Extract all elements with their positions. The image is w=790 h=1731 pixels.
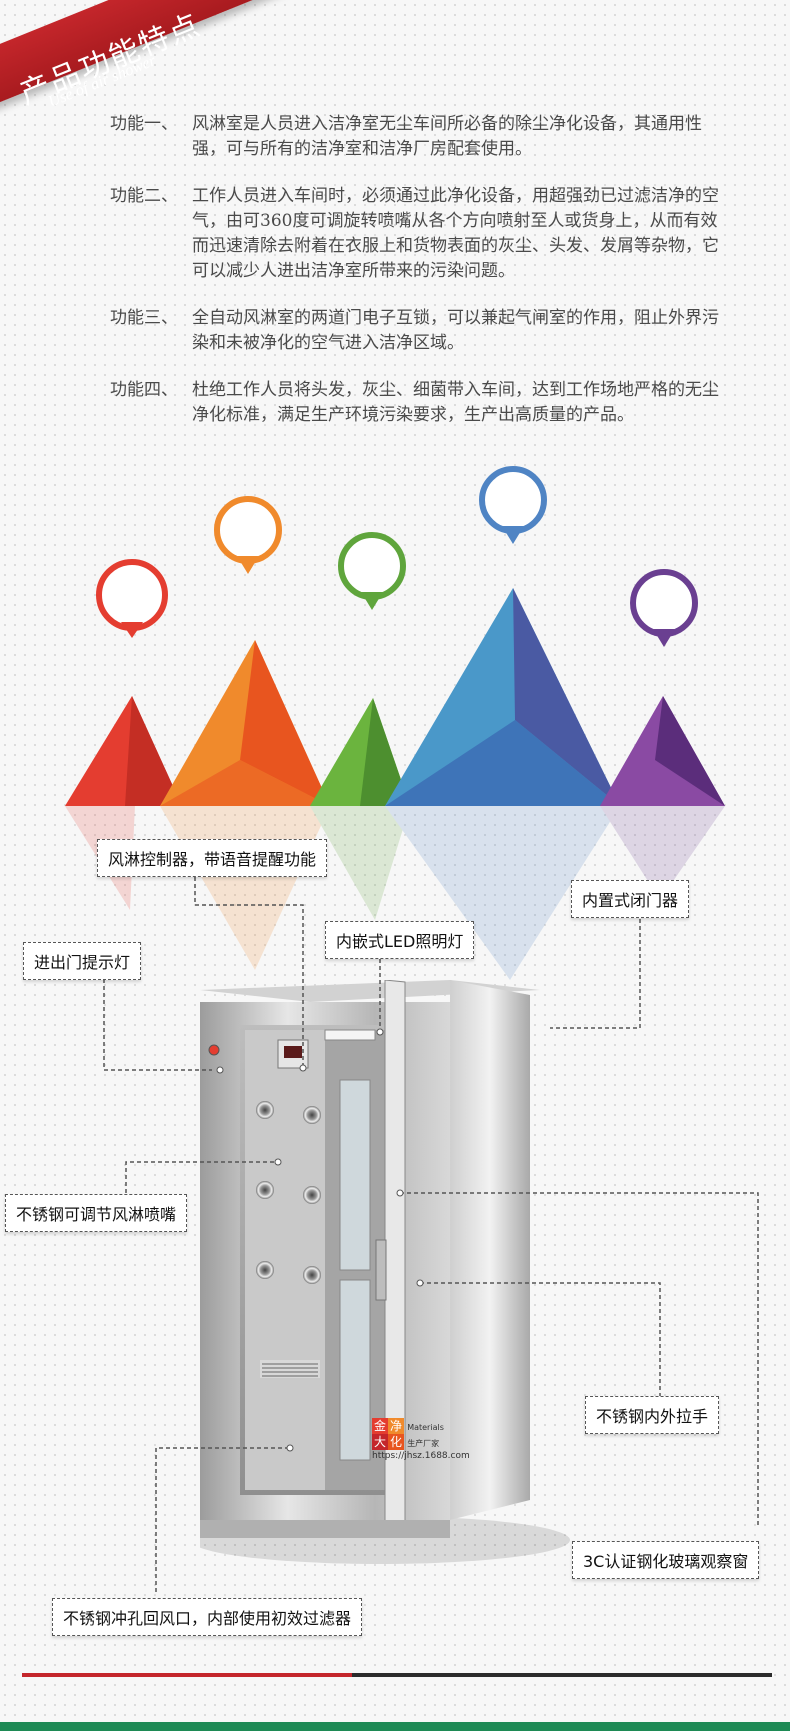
callout-led-light: 内嵌式LED照明灯 [325,921,475,959]
mountain-red [65,696,182,806]
watermark-url: https://jhsz.1688.com [372,1451,470,1461]
callout-controller: 风淋控制器，带语音提醒功能 [97,839,328,877]
feature-text: 风淋室是人员进入洁净室无尘车间所必备的除尘净化设备，其通用性强，可与所有的洁净室… [192,114,702,159]
watermark-brand: 金 [372,1418,388,1434]
callout-door-indicator: 进出门提示灯 [23,942,142,980]
callout-nozzle: 不锈钢可调节风淋喷嘴 [5,1194,188,1232]
mountain-orange [160,640,330,806]
feature-text: 工作人员进入车间时，必须通过此净化设备，用超强劲已过滤洁净的空气，由可360度可… [192,186,719,281]
feature-item: 功能一、 风淋室是人员进入洁净室无尘车间所必备的除尘净化设备，其通用性强，可与所… [110,112,730,162]
feature-text: 杜绝工作人员将头发，灰尘、细菌带入车间，达到工作场地严格的无尘净化标准，满足生产… [192,380,719,425]
mountain-purple [600,696,725,806]
watermark-line2: 生产厂家 [407,1439,440,1448]
mountain-green [310,698,410,806]
divider-red [22,1673,352,1677]
feature-item: 功能四、 杜绝工作人员将头发，灰尘、细菌带入车间，达到工作场地严格的无尘净化标准… [110,378,730,428]
footer-stripe [0,1722,790,1731]
feature-label: 功能一、 [110,114,178,134]
map-pin-icon [338,532,406,610]
map-pin-icon [96,559,169,638]
map-pin-icon [479,466,547,544]
watermark-brand: 化 [388,1434,404,1450]
feature-label: 功能四、 [110,380,178,400]
divider-dark [352,1673,772,1677]
divider-bar [22,1673,772,1677]
feature-label: 功能三、 [110,308,178,328]
feature-item: 功能三、 全自动风淋室的两道门电子互锁，可以兼起气闸室的作用，阻止外界污染和未被… [110,306,730,356]
watermark-brand: 净 [388,1418,404,1434]
map-pin-icon [630,569,698,647]
watermark: 金净 Materials 大化 生产厂家 https://jhsz.1688.c… [372,1418,470,1462]
watermark-line1: Materials [407,1423,444,1432]
watermark-brand: 大 [372,1434,388,1450]
feature-text: 全自动风淋室的两道门电子互锁，可以兼起气闸室的作用，阻止外界污染和未被净化的空气… [192,308,719,353]
air-shower-illustration [200,980,570,1564]
callout-door-closer: 内置式闭门器 [571,880,690,918]
mountain-blue [385,588,620,806]
callout-handle: 不锈钢内外拉手 [585,1396,720,1434]
feature-item: 功能二、 工作人员进入车间时，必须通过此净化设备，用超强劲已过滤洁净的空气，由可… [110,184,730,284]
callout-window: 3C认证钢化玻璃观察窗 [572,1541,760,1579]
mountain-infographic [65,466,725,980]
feature-list: 功能一、 风淋室是人员进入洁净室无尘车间所必备的除尘净化设备，其通用性强，可与所… [110,112,730,450]
feature-label: 功能二、 [110,186,178,206]
map-pin-icon [214,496,282,574]
callout-return-vent: 不锈钢冲孔回风口，内部使用初效过滤器 [52,1598,363,1636]
